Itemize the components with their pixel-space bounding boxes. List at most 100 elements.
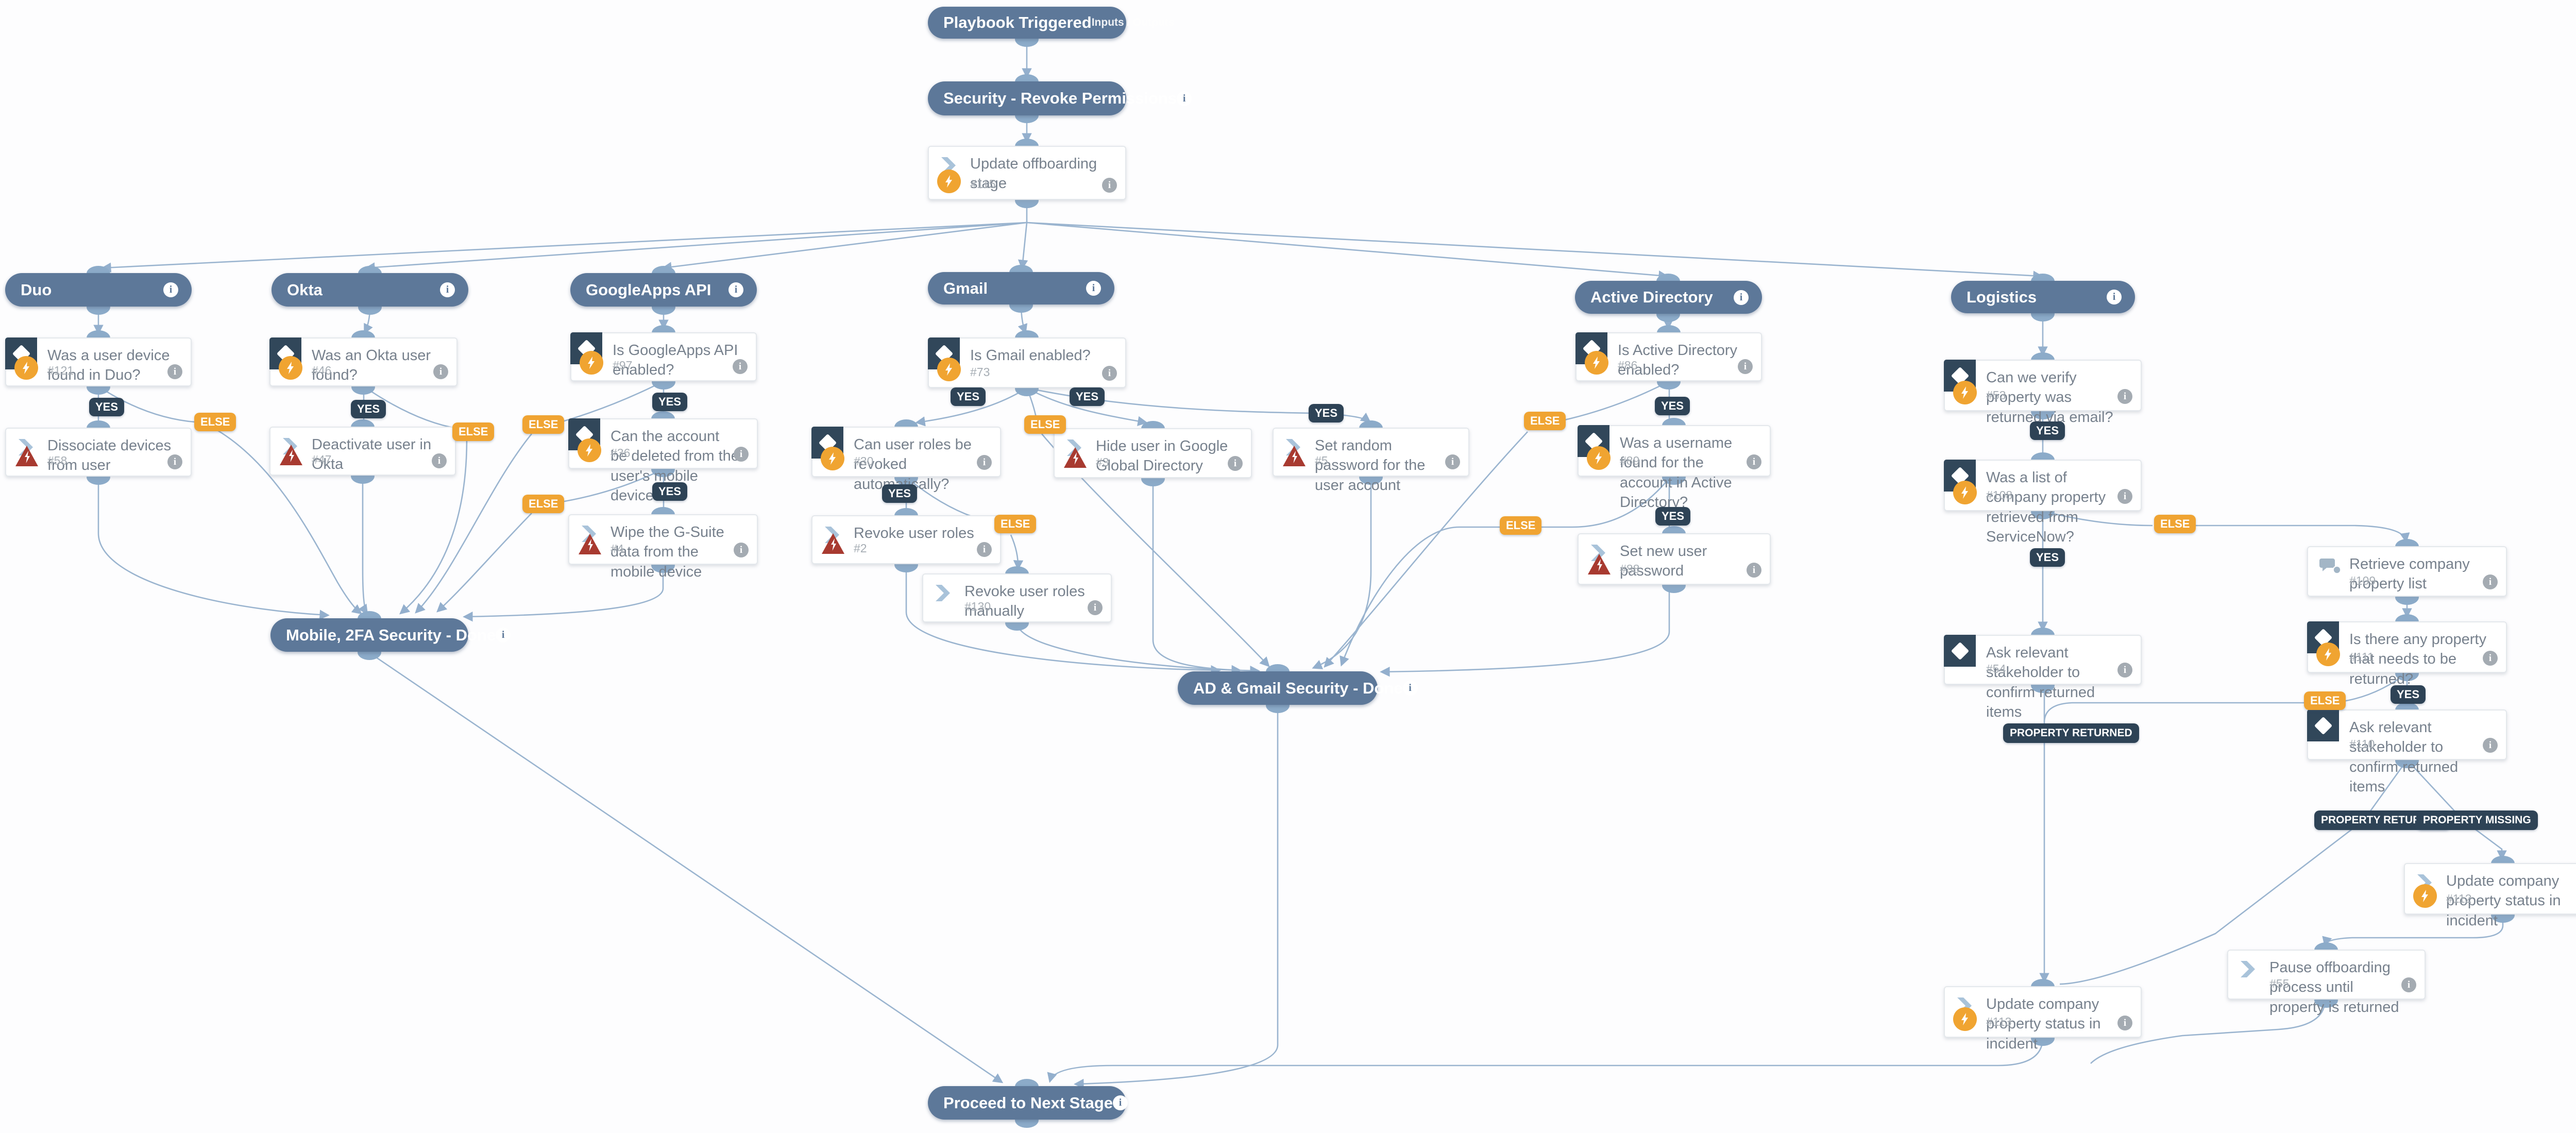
automation-bolt-icon xyxy=(1585,351,1608,375)
info-icon[interactable]: i xyxy=(1228,456,1243,471)
info-icon[interactable]: i xyxy=(1113,1095,1128,1110)
condition-username-found-in-ad[interactable]: Was a username found for the account in … xyxy=(1578,425,1771,511)
stage-googleapps-api[interactable]: GoogleApps API i xyxy=(570,273,757,307)
error-warning-icon xyxy=(821,532,845,557)
branch-label-else: ELSE xyxy=(2154,515,2196,533)
stage-title: GoogleApps API xyxy=(586,280,711,299)
task-chevron-icon xyxy=(935,585,952,604)
condition-account-deletable-from-mobile[interactable]: Can the account be deleted from the user… xyxy=(568,418,758,504)
info-icon[interactable]: i xyxy=(163,282,178,297)
error-warning-icon xyxy=(1587,553,1612,578)
condition-gmail-enabled[interactable]: Is Gmail enabled? #73 i xyxy=(928,337,1126,388)
condition-okta-user-found[interactable]: Was an Okta user found? #46 i xyxy=(269,337,457,386)
stage-title: Playbook Triggered xyxy=(943,13,1092,31)
condition-stakeholder-confirm-returned-items[interactable]: Ask relevant stakeholder to confirm retu… xyxy=(1944,635,2142,720)
info-icon[interactable]: i xyxy=(1402,681,1418,696)
info-icon[interactable]: i xyxy=(440,282,455,297)
info-icon[interactable]: i xyxy=(1088,600,1103,615)
inputs-outputs-link[interactable]: Inputs / Outputs xyxy=(1091,16,1175,28)
info-icon[interactable]: i xyxy=(167,364,182,379)
stage-logistics[interactable]: Logistics i xyxy=(1951,281,2135,313)
stage-mobile-2fa-security-done[interactable]: Mobile, 2FA Security - Done i xyxy=(270,618,511,652)
branch-label-yes: YES xyxy=(89,398,125,416)
condition-user-roles-revocable-automatically[interactable]: Can user roles be revoked automatically?… xyxy=(811,427,1001,493)
info-icon[interactable]: i xyxy=(1177,91,1192,106)
branch-label-property-missing: PROPERTY MISSING xyxy=(2416,810,2538,830)
stage-title: Logistics xyxy=(1967,288,2037,306)
task-update-offboarding-stage[interactable]: Update offboarding stage #115 i xyxy=(928,146,1126,200)
stage-proceed-to-next-stage[interactable]: Proceed to Next Stage i xyxy=(928,1086,1128,1120)
info-icon[interactable]: i xyxy=(2117,1016,2132,1030)
stage-active-directory[interactable]: Active Directory i xyxy=(1575,281,1762,314)
info-icon[interactable]: i xyxy=(2107,290,2122,305)
info-icon[interactable]: i xyxy=(1445,454,1460,469)
info-icon[interactable]: i xyxy=(2483,738,2498,753)
info-icon[interactable]: i xyxy=(734,447,749,462)
info-icon[interactable]: i xyxy=(2483,651,2498,666)
chat-bubbles-icon xyxy=(2319,557,2342,579)
task-revoke-user-roles[interactable]: Revoke user roles #2 i xyxy=(811,515,1001,564)
branch-label-else: ELSE xyxy=(522,415,565,434)
automation-bolt-icon xyxy=(2413,884,2437,908)
stage-playbook-triggered[interactable]: Playbook Triggered Inputs / Outputs xyxy=(928,7,1175,39)
task-hide-user-in-google-global-directory[interactable]: Hide user in Google Global Directory #3 … xyxy=(1054,428,1252,478)
condition-property-needs-return[interactable]: Is there any property that needs to be r… xyxy=(2307,621,2507,687)
stage-security-revoke-permissions[interactable]: Security - Revoke Permissions i xyxy=(928,81,1192,115)
info-icon[interactable]: i xyxy=(2117,389,2132,404)
task-revoke-user-roles-manually[interactable]: Revoke user roles manually #130 i xyxy=(922,573,1112,622)
task-update-company-property-status-left[interactable]: Update company property status in incide… xyxy=(1944,986,2142,1052)
error-warning-icon xyxy=(1063,446,1088,471)
task-dissociate-devices-from-user[interactable]: Dissociate devices from user #58 i xyxy=(5,428,192,477)
info-icon[interactable]: i xyxy=(1738,359,1753,374)
stage-duo[interactable]: Duo i xyxy=(5,273,192,307)
info-icon[interactable]: i xyxy=(433,364,448,379)
branch-label-yes: YES xyxy=(652,482,688,501)
info-icon[interactable]: i xyxy=(734,543,749,557)
task-retrieve-company-property-list[interactable]: Retrieve company property list #109 i xyxy=(2307,546,2507,597)
task-deactivate-user-in-okta[interactable]: Deactivate user in Okta #47 i xyxy=(269,427,456,476)
task-wipe-gsuite-data[interactable]: Wipe the G-Suite data from the mobile de… xyxy=(568,514,758,580)
info-icon[interactable]: i xyxy=(2117,663,2132,678)
condition-googleapps-api-enabled[interactable]: Is GoogleApps API enabled? #97 i xyxy=(570,332,757,381)
info-icon[interactable]: i xyxy=(1102,366,1117,381)
info-icon[interactable]: i xyxy=(733,359,748,374)
info-icon[interactable]: i xyxy=(1086,281,1101,296)
task-set-new-user-password[interactable]: Set new user password #88 i xyxy=(1578,533,1771,585)
info-icon[interactable]: i xyxy=(496,628,511,642)
task-pause-offboarding-process[interactable]: Pause offboarding process until property… xyxy=(2227,950,2426,1016)
branch-label-else: ELSE xyxy=(194,413,236,431)
condition-user-device-found-in-duo[interactable]: Was a user device found in Duo? #121 i xyxy=(5,337,192,386)
info-icon[interactable]: i xyxy=(167,454,182,469)
info-icon[interactable]: i xyxy=(432,453,447,468)
stage-okta[interactable]: Okta i xyxy=(272,273,468,307)
info-icon[interactable]: i xyxy=(1747,454,1761,469)
automation-bolt-icon xyxy=(14,356,38,380)
info-icon[interactable]: i xyxy=(977,455,992,470)
stage-title: Gmail xyxy=(943,279,988,297)
condition-property-returned-via-email[interactable]: Can we verify property was returned via … xyxy=(1944,360,2142,426)
info-icon[interactable]: i xyxy=(2117,489,2132,504)
stage-gmail[interactable]: Gmail i xyxy=(928,272,1114,305)
condition-diamond-icon xyxy=(1944,635,1976,667)
condition-active-directory-enabled[interactable]: Is Active Directory enabled? #86 i xyxy=(1575,332,1762,381)
info-icon[interactable]: i xyxy=(1102,178,1117,193)
stage-ad-gmail-security-done[interactable]: AD & Gmail Security - Done i xyxy=(1178,671,1418,705)
branch-label-else: ELSE xyxy=(2304,691,2346,710)
task-set-random-password[interactable]: Set random password for the user account… xyxy=(1273,428,1469,494)
task-update-company-property-status-right[interactable]: Update company property status in incide… xyxy=(2404,863,2576,929)
info-icon[interactable]: i xyxy=(2483,574,2498,589)
info-icon[interactable]: i xyxy=(2401,977,2416,992)
stage-title: Duo xyxy=(21,280,52,299)
info-icon[interactable]: i xyxy=(977,542,992,557)
branch-label-yes: YES xyxy=(2030,421,2065,440)
branch-label-yes: YES xyxy=(1309,404,1344,422)
info-icon[interactable]: i xyxy=(1734,290,1749,305)
info-icon[interactable]: i xyxy=(728,282,743,297)
info-icon[interactable]: i xyxy=(1747,563,1761,578)
branch-label-yes: YES xyxy=(1070,387,1105,406)
condition-stakeholder-confirm-returned-items-2[interactable]: Ask relevant stakeholder to confirm retu… xyxy=(2307,709,2507,795)
condition-property-list-from-servicenow[interactable]: Was a list of company property retrieved… xyxy=(1944,460,2142,545)
branch-label-else: ELSE xyxy=(522,495,565,513)
